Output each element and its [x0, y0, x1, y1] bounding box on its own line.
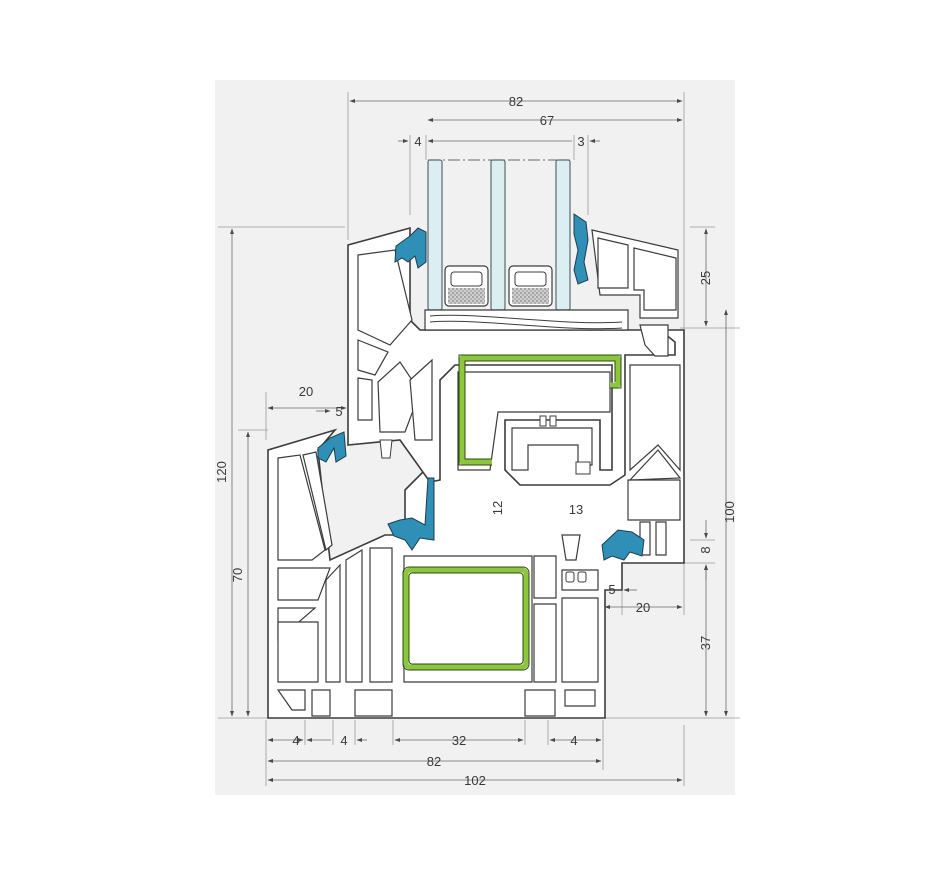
dim-bottom-4c: 4 [570, 733, 577, 748]
dim-right-25: 25 [698, 271, 713, 285]
center-seal-gasket [387, 477, 435, 551]
dim-bottom-4a: 4 [292, 733, 299, 748]
dim-overlap-5: 5 [608, 582, 615, 597]
dim-left-70: 70 [230, 568, 245, 582]
dim-glass-right-3: 3 [577, 134, 584, 149]
sash-steel-reinforcement [459, 355, 621, 465]
dim-sash-step-20: 20 [299, 384, 313, 399]
dim-bottom-32: 32 [452, 733, 466, 748]
glazing-bead [424, 309, 669, 357]
dim-bottom-82: 82 [427, 754, 441, 769]
dim-top-67: 67 [540, 113, 554, 128]
dim-bottom-102: 102 [464, 773, 486, 788]
sash-weather-gasket [317, 431, 347, 463]
inner-glazing-gasket [573, 213, 589, 285]
dim-right-37: 37 [698, 636, 713, 650]
dimension-lines [230, 99, 728, 782]
outer-glazing-gasket [394, 227, 427, 269]
frame-steel-reinforcement [403, 567, 529, 670]
dim-glass-left-4: 4 [414, 134, 421, 149]
dim-right-100: 100 [722, 501, 737, 523]
steel-reinforcements [402, 354, 622, 671]
glass-pane-1 [427, 159, 443, 311]
frame-rebate-gasket [601, 529, 645, 561]
dim-center-12: 12 [490, 501, 505, 515]
dim-center-13: 13 [569, 502, 583, 517]
glass-pane-2 [490, 159, 506, 311]
hardware-groove [379, 415, 591, 583]
dim-top-82: 82 [509, 94, 523, 109]
dim-right-8: 8 [698, 546, 713, 553]
dim-sash-step-5: 5 [335, 404, 342, 419]
dim-overlap-20: 20 [636, 600, 650, 615]
dim-bottom-4b: 4 [340, 733, 347, 748]
dimension-labels: 82 67 4 3 120 70 20 5 25 100 8 37 5 20 1… [214, 94, 737, 788]
gaskets [317, 213, 645, 561]
glass-pane-3 [555, 159, 571, 311]
dim-left-120: 120 [214, 461, 229, 483]
triple-glazing [427, 159, 571, 311]
